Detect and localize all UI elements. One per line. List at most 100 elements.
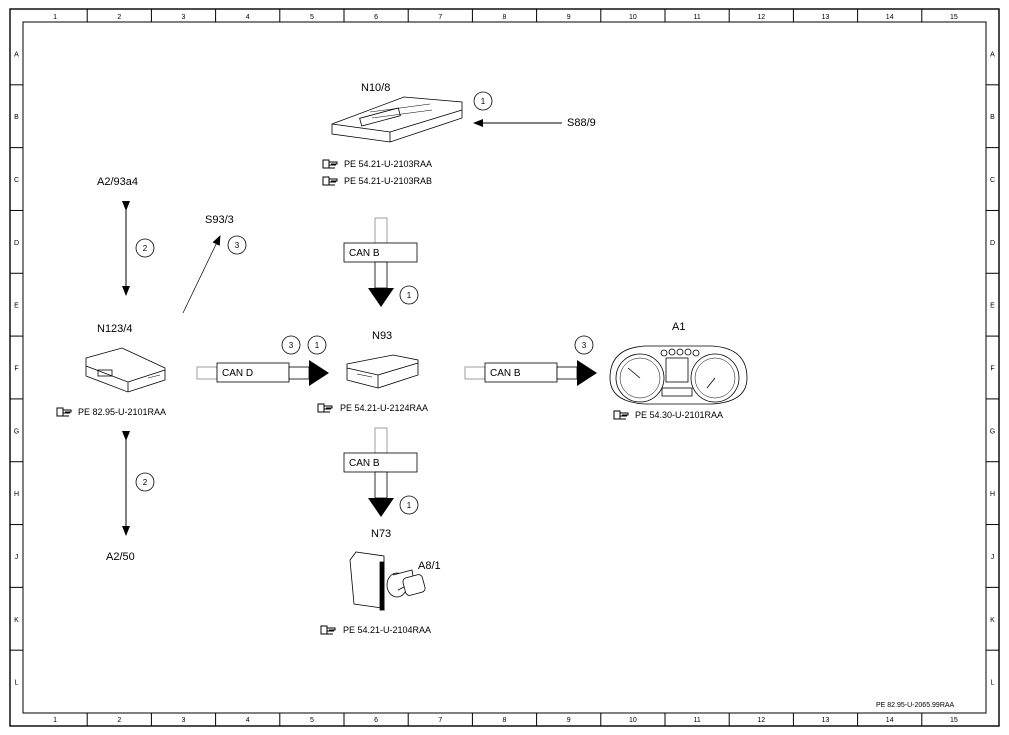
row-label: G [990, 428, 995, 435]
n73-ref: PE 54.21-U-2104RAA [343, 625, 431, 635]
can-d-bus: CAN D 3 1 [196, 335, 329, 386]
a8-1-label: A8/1 [418, 560, 441, 572]
n10-8-module: N10/8 PE 54.21-U-2103RAA PE 54.21-U-2103… [322, 82, 463, 186]
callout-3: 3 [289, 341, 294, 350]
can-b-bus-right: CAN B 3 [464, 335, 597, 386]
n73-module: N73 A8/1 PE 54.21-U-2104RAA [320, 528, 441, 635]
column-label: 1 [53, 717, 57, 724]
n10-8-ref-1: PE 54.21-U-2103RAA [344, 159, 432, 169]
column-label: 12 [757, 717, 765, 724]
row-label: K [990, 617, 995, 624]
column-label: 6 [374, 717, 378, 724]
column-label: 10 [629, 717, 637, 724]
n93-ref: PE 54.21-U-2124RAA [340, 403, 428, 413]
row-label: B [990, 114, 995, 121]
column-label: 2 [117, 14, 121, 21]
row-label: F [14, 366, 18, 373]
drawing-frame: 1122334455667788991010111112121313141415… [9, 8, 1000, 727]
callout-3: 3 [582, 341, 587, 350]
n10-8-ref-2: PE 54.21-U-2103RAB [344, 176, 432, 186]
callout-1: 1 [407, 501, 412, 510]
can-b-label-bottom: CAN B [349, 458, 380, 469]
column-label: 10 [629, 14, 637, 21]
column-label: 13 [822, 14, 830, 21]
n93-unit-image [346, 354, 419, 389]
a1-label: A1 [672, 321, 685, 333]
row-label: C [14, 177, 19, 184]
column-label: 5 [310, 14, 314, 21]
row-label: L [15, 680, 19, 687]
row-label: A [14, 51, 19, 58]
callout-1: 1 [315, 341, 320, 350]
column-label: 6 [374, 14, 378, 21]
row-label: C [990, 177, 995, 184]
can-b-bus-bottom: CAN B 1 [343, 427, 419, 517]
n123-4-unit-image [85, 347, 166, 393]
column-label: 4 [246, 14, 250, 21]
callout-3: 3 [235, 241, 240, 250]
s93-3-label: S93/3 [205, 214, 234, 226]
column-label: 14 [886, 717, 894, 724]
column-grid: 1122334455667788991010111112121313141415… [53, 9, 958, 726]
column-label: 3 [182, 717, 186, 724]
column-label: 11 [693, 717, 700, 724]
a1-ref: PE 54.30-U-2101RAA [635, 410, 723, 420]
column-label: 7 [438, 14, 442, 21]
row-label: A [990, 51, 995, 58]
n93-module: N93 PE 54.21-U-2124RAA [317, 330, 428, 413]
column-label: 14 [886, 14, 894, 21]
a2-50-link: 2 A2/50 [106, 431, 155, 563]
ignition-switch-image [349, 551, 426, 611]
column-label: 11 [693, 14, 700, 21]
can-b-label-top: CAN B [349, 248, 380, 259]
row-label: J [15, 554, 19, 561]
row-label: F [990, 366, 994, 373]
row-label: L [991, 680, 995, 687]
row-label: D [990, 240, 995, 247]
column-label: 12 [757, 14, 765, 21]
n73-label: N73 [371, 528, 391, 540]
column-label: 3 [182, 14, 186, 21]
column-label: 7 [438, 717, 442, 724]
n123-4-label: N123/4 [97, 323, 132, 335]
callout-1: 1 [407, 291, 412, 300]
row-label: D [14, 240, 19, 247]
a1-instrument-cluster: A1 PE 54.30-U-2101RAA [609, 321, 748, 420]
row-label: H [990, 491, 995, 498]
can-b-label-right: CAN B [490, 368, 521, 379]
callout-2: 2 [143, 478, 148, 487]
row-label: K [14, 617, 19, 624]
row-label: E [990, 303, 995, 310]
row-label: H [14, 491, 19, 498]
n123-4-module: N123/4 PE 82.95-U-2101RAA [56, 323, 166, 417]
row-label: E [14, 303, 19, 310]
column-label: 5 [310, 717, 314, 724]
column-label: 15 [950, 717, 958, 724]
n93-label: N93 [372, 330, 392, 342]
a2-93a4-label: A2/93a4 [97, 176, 138, 188]
cluster-image [609, 345, 748, 405]
can-d-label: CAN D [222, 368, 253, 379]
can-b-bus-top: CAN B 1 [343, 217, 419, 307]
a2-50-label: A2/50 [106, 551, 135, 563]
document-id: PE 82.95-U-2065.99RAA [876, 702, 955, 709]
column-label: 13 [822, 717, 830, 724]
row-label: B [14, 114, 19, 121]
column-label: 8 [503, 14, 507, 21]
column-label: 1 [53, 14, 57, 21]
column-label: 9 [567, 717, 571, 724]
column-label: 9 [567, 14, 571, 21]
column-label: 15 [950, 14, 958, 21]
s88-9-label: S88/9 [567, 117, 596, 129]
row-label: J [991, 554, 995, 561]
a2-93a4-link: A2/93a4 2 [97, 176, 155, 296]
callout-2: 2 [143, 244, 148, 253]
s93-3-link: S93/3 3 [182, 214, 247, 314]
n10-8-unit-image [331, 96, 463, 143]
n10-8-label: N10/8 [361, 82, 390, 94]
s88-9-input: S88/9 1 [473, 91, 596, 129]
column-label: 2 [117, 717, 121, 724]
callout-1: 1 [481, 97, 486, 106]
